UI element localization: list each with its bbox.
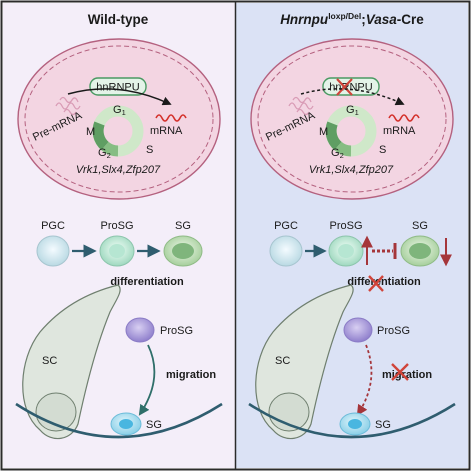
impaired-processing-arrow bbox=[300, 88, 405, 106]
nucleus-outer bbox=[17, 38, 221, 200]
sg-nucleus bbox=[409, 243, 431, 259]
sg-nucleus bbox=[172, 243, 194, 259]
phase-g1: G1 bbox=[346, 104, 359, 117]
protein-label: hnRNPU bbox=[329, 82, 372, 94]
nucleus-outer bbox=[250, 38, 454, 200]
phase-g1: G1 bbox=[113, 104, 126, 117]
prosg-label: ProSG bbox=[100, 220, 133, 232]
mrna-strand bbox=[388, 114, 420, 122]
pgc-cell bbox=[36, 235, 70, 267]
basement-membrane bbox=[248, 402, 456, 439]
pgc-label: PGC bbox=[274, 220, 298, 232]
phase-g2: G2 bbox=[331, 147, 344, 160]
cell-cycle-m-segment bbox=[101, 141, 119, 157]
nucleus-membrane bbox=[257, 45, 447, 193]
basement-membrane bbox=[15, 402, 223, 439]
migration-cross-icon bbox=[391, 363, 409, 381]
niche-sg-nucleus bbox=[119, 419, 133, 429]
differentiation-cross-icon bbox=[368, 275, 384, 292]
niche-prosg-label: ProSG bbox=[377, 325, 410, 337]
panel-title: Wild-type bbox=[88, 12, 149, 27]
sg-label: SG bbox=[175, 220, 191, 232]
panel-knockout: Hnrnpuloxp/Del;Vasa-Cre hnRNPU G1 M G2 S… bbox=[236, 3, 468, 468]
genes-label: Vrk1,Slx4,Zfp207 bbox=[309, 164, 394, 176]
cell-cycle-m-segment bbox=[334, 141, 352, 157]
phase-s: S bbox=[146, 144, 153, 156]
nucleus-membrane bbox=[24, 45, 214, 193]
niche-sg-label: SG bbox=[375, 419, 391, 431]
niche-sg-nucleus bbox=[348, 419, 362, 429]
deletion-cross-icon bbox=[336, 78, 353, 96]
mrna-strand bbox=[155, 114, 187, 122]
premrna-strand bbox=[55, 96, 81, 116]
impaired-migration-arrow bbox=[356, 344, 373, 416]
sg-label: SG bbox=[412, 220, 428, 232]
prosg-nucleus bbox=[338, 244, 354, 258]
niche-sg-label: SG bbox=[146, 419, 162, 431]
pgc-cell bbox=[269, 235, 303, 267]
processing-arrow bbox=[67, 88, 172, 106]
panel-title: Hnrnpuloxp/Del;Vasa-Cre bbox=[280, 11, 424, 27]
mrna-label: mRNA bbox=[150, 125, 183, 137]
panel-wild-type: Wild-type hnRNPU G1 M G2 S Pre-mRNA mRNA… bbox=[3, 3, 235, 468]
differentiation-label: differentiation bbox=[110, 276, 184, 288]
phase-g2: G2 bbox=[98, 147, 111, 160]
cell-cycle-g2-segment bbox=[325, 121, 342, 151]
prosg-label: ProSG bbox=[329, 220, 362, 232]
sc-label: SC bbox=[42, 355, 57, 367]
cell-cycle-g2-segment bbox=[92, 121, 109, 151]
genes-label: Vrk1,Slx4,Zfp207 bbox=[76, 164, 161, 176]
migration-label: migration bbox=[166, 369, 216, 381]
niche-prosg-cell bbox=[125, 317, 155, 343]
premrna-strand bbox=[288, 96, 314, 116]
mrna-label: mRNA bbox=[383, 125, 416, 137]
niche-prosg-label: ProSG bbox=[160, 325, 193, 337]
niche-prosg-cell bbox=[343, 317, 373, 343]
phase-m: M bbox=[319, 126, 328, 138]
differentiation-label: differentiation bbox=[347, 276, 421, 288]
prosg-nucleus bbox=[109, 244, 125, 258]
sc-label: SC bbox=[275, 355, 290, 367]
migration-arrow bbox=[138, 344, 156, 416]
pgc-label: PGC bbox=[41, 220, 65, 232]
phase-m: M bbox=[86, 126, 95, 138]
phase-s: S bbox=[379, 144, 386, 156]
